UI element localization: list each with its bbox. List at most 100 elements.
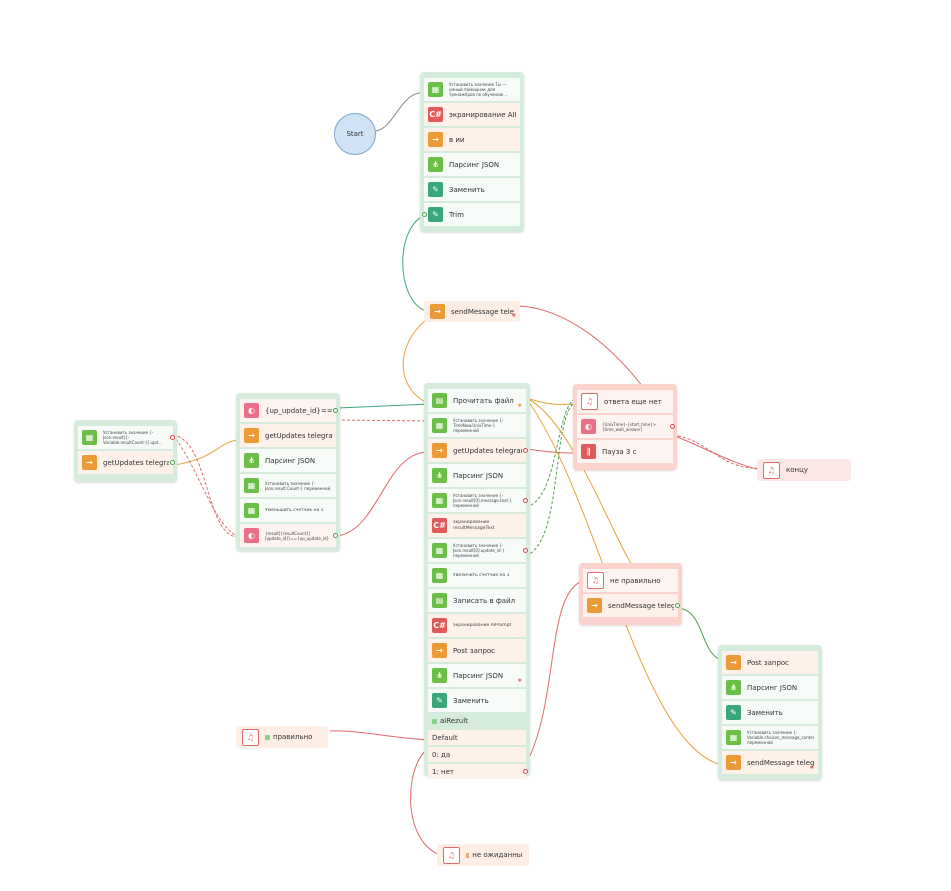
block-mid-row-4[interactable]: ▦Уменьшить счетчик на 1 <box>240 499 336 522</box>
block-left-row-0[interactable]: ▦Установить значение {-Json.result[{-Var… <box>78 426 175 449</box>
unexpected-node[interactable]: ♫не ожиданный ответ <box>437 844 529 866</box>
block-wait-row-0[interactable]: ♫ответа еще нет <box>577 390 673 413</box>
block-main-row-8[interactable]: ▤Записать в файл <box>428 589 526 612</box>
block-wait-row-2[interactable]: ∥Пауза 3 с <box>577 440 673 463</box>
block-top[interactable]: ▦Установить значение Ты — умный помощник… <box>420 72 524 232</box>
block-left-row-1[interactable]: → getUpdates telegram <box>78 451 175 474</box>
block-mid[interactable]: ◐{up_update_id}=='' →getUpdates telegram… <box>236 393 340 551</box>
output-port[interactable] <box>670 424 675 429</box>
row-label: getUpdates telegram <box>103 458 169 467</box>
block-main-row-9[interactable]: C#экранирование AIPrompt <box>428 614 526 637</box>
wire-wait-to-end2 <box>672 434 761 471</box>
input-port[interactable] <box>422 212 427 217</box>
block-wrong[interactable]: ♫не правильно →sendMessage telegram <box>579 563 682 625</box>
block-main-row-0[interactable]: ▤Прочитать файл✱ <box>428 389 526 412</box>
pencil-icon: ✎ <box>432 693 447 708</box>
row-label: Парсинг JSON <box>453 671 504 680</box>
block-left[interactable]: ▦Установить значение {-Json.result[{-Var… <box>74 420 177 482</box>
block-main-row-3[interactable]: ⋔Парсинг JSON <box>428 464 526 487</box>
post-icon: → <box>82 455 97 470</box>
row-label: Заменить <box>453 696 489 705</box>
row-label: Парсинг JSON <box>265 456 316 465</box>
row-label: Trim <box>449 210 464 219</box>
post-icon: → <box>726 655 741 670</box>
block-right-row-1[interactable]: ⋔ Парсинг JSON <box>722 676 818 699</box>
block-top-row-3[interactable]: ⋔Парсинг JSON <box>424 153 520 176</box>
output-port[interactable] <box>675 603 680 608</box>
pencil-icon: ✎ <box>428 207 443 222</box>
block-top-row-1[interactable]: C#экранирование AIPrompt <box>424 103 520 126</box>
post-icon: → <box>726 755 741 770</box>
block-top-row-4[interactable]: ✎Заменить <box>424 178 520 201</box>
tree-icon: ⋔ <box>244 453 259 468</box>
end-node[interactable]: ♫концу <box>757 459 851 481</box>
grid-icon: ▦ <box>432 418 447 433</box>
row-label: Парсинг JSON <box>449 160 500 169</box>
block-wait-row-1[interactable]: ◐{UnixTime}-{start_time}>{time_wait_answ… <box>577 415 675 438</box>
wire-mid-end-to-main <box>336 451 431 537</box>
block-main-row-11[interactable]: ⋔Парсинг JSON✱ <box>428 664 526 687</box>
start-node[interactable]: Start <box>334 113 376 155</box>
block-mid-row-0[interactable]: ◐{up_update_id}=='' <box>240 399 338 422</box>
row-label: Записать в файл <box>453 596 516 605</box>
block-mid-row-2[interactable]: ⋔ Парсинг JSON <box>240 449 336 472</box>
block-right-row-3[interactable]: ▦Установить значение {-Variable.choices_… <box>722 726 818 749</box>
switch-case-no[interactable]: 1: нет <box>428 764 528 779</box>
send-top-node[interactable]: →sendMessage telegram✱ <box>424 301 520 322</box>
output-port[interactable] <box>523 448 528 453</box>
tree-icon: ⋔ <box>726 680 741 695</box>
toggle-icon: ◐ <box>244 403 259 418</box>
output-port[interactable] <box>523 769 528 774</box>
block-main-row-5[interactable]: C#экранирование resultMessageText <box>428 514 526 537</box>
row-label: Парсинг JSON <box>747 683 798 692</box>
block-right-row-0[interactable]: → Post запрос <box>722 651 818 674</box>
tree-icon: ⋔ <box>432 668 447 683</box>
row-label: Установить значение {-TimeNow.UnixTime-}… <box>453 418 504 433</box>
bell-icon: ♫ <box>587 572 604 589</box>
output-port[interactable] <box>170 460 175 465</box>
wire-switch-to-wrong <box>525 579 586 765</box>
output-port[interactable] <box>523 548 528 553</box>
block-mid-row-5[interactable]: ◐{result[{resultCount}][update_id]}=={up… <box>240 524 338 547</box>
block-top-row-5[interactable]: ✎ Trim <box>422 203 520 226</box>
block-right-row-4[interactable]: →sendMessage telegram✱ <box>722 751 818 774</box>
block-main-row-6[interactable]: ▦Установить значение {-Json.result[0].up… <box>428 539 528 562</box>
row-label: ответа еще нет <box>604 397 662 406</box>
block-main-row-2[interactable]: →getUpdates telegram <box>428 439 528 462</box>
grid-icon: ▦ <box>244 478 259 493</box>
grid-icon: ▦ <box>432 493 447 508</box>
grid-icon: ▦ <box>432 543 447 558</box>
row-label: Post запрос <box>747 658 790 667</box>
block-main-row-7[interactable]: ▦Увеличить счетчик на 1 <box>428 564 526 587</box>
block-main-row-4[interactable]: ▦ Установить значение {-Json.result[0].me… <box>428 489 528 512</box>
error-mark-icon: ✱ <box>511 313 516 319</box>
block-top-row-0[interactable]: ▦Установить значение Ты — умный помощник… <box>424 78 520 101</box>
block-main[interactable]: ▤Прочитать файл✱ ▦Установить значение {-… <box>424 383 530 779</box>
block-wrong-row-0[interactable]: ♫не правильно <box>583 569 678 592</box>
row-label: Установить значение {-Json.result[0].mes… <box>453 493 512 508</box>
block-wait[interactable]: ♫ответа еще нет ◐{UnixTime}-{start_time}… <box>573 384 677 470</box>
row-label: Парсинг JSON <box>453 471 504 480</box>
start-label: Start <box>346 130 364 138</box>
row-label: Прочитать файл <box>453 396 514 405</box>
toggle-icon: ◐ <box>244 528 259 543</box>
block-right-row-2[interactable]: ✎Заменить <box>722 701 818 724</box>
block-top-row-2[interactable]: →в ии <box>424 128 520 151</box>
output-port[interactable] <box>333 408 338 413</box>
correct-node[interactable]: ♫правильно <box>236 726 328 748</box>
wire-mid-toggle-to-main <box>336 403 431 409</box>
switch-case-default[interactable]: Default <box>428 730 526 745</box>
block-main-row-12[interactable]: ✎ Заменить <box>428 689 526 712</box>
block-main-row-1[interactable]: ▦ Установить значение {-TimeNow.UnixTime-… <box>428 414 526 437</box>
block-main-row-10[interactable]: →Post запрос <box>428 639 526 662</box>
output-port[interactable] <box>523 498 528 503</box>
block-mid-row-3[interactable]: ▦Установить значение {-Json.result.Count… <box>240 474 336 497</box>
output-port[interactable] <box>170 435 175 440</box>
block-mid-row-1[interactable]: →getUpdates telegram <box>240 424 336 447</box>
output-port[interactable] <box>333 533 338 538</box>
block-wrong-row-1[interactable]: →sendMessage telegram <box>583 594 680 617</box>
file-icon: ▤ <box>432 393 447 408</box>
switch-case-yes[interactable]: 0: да <box>428 747 526 762</box>
block-right[interactable]: → Post запрос ⋔ Парсинг JSON ✎Заменить ▦Ус… <box>718 645 822 780</box>
post-icon: → <box>432 643 447 658</box>
